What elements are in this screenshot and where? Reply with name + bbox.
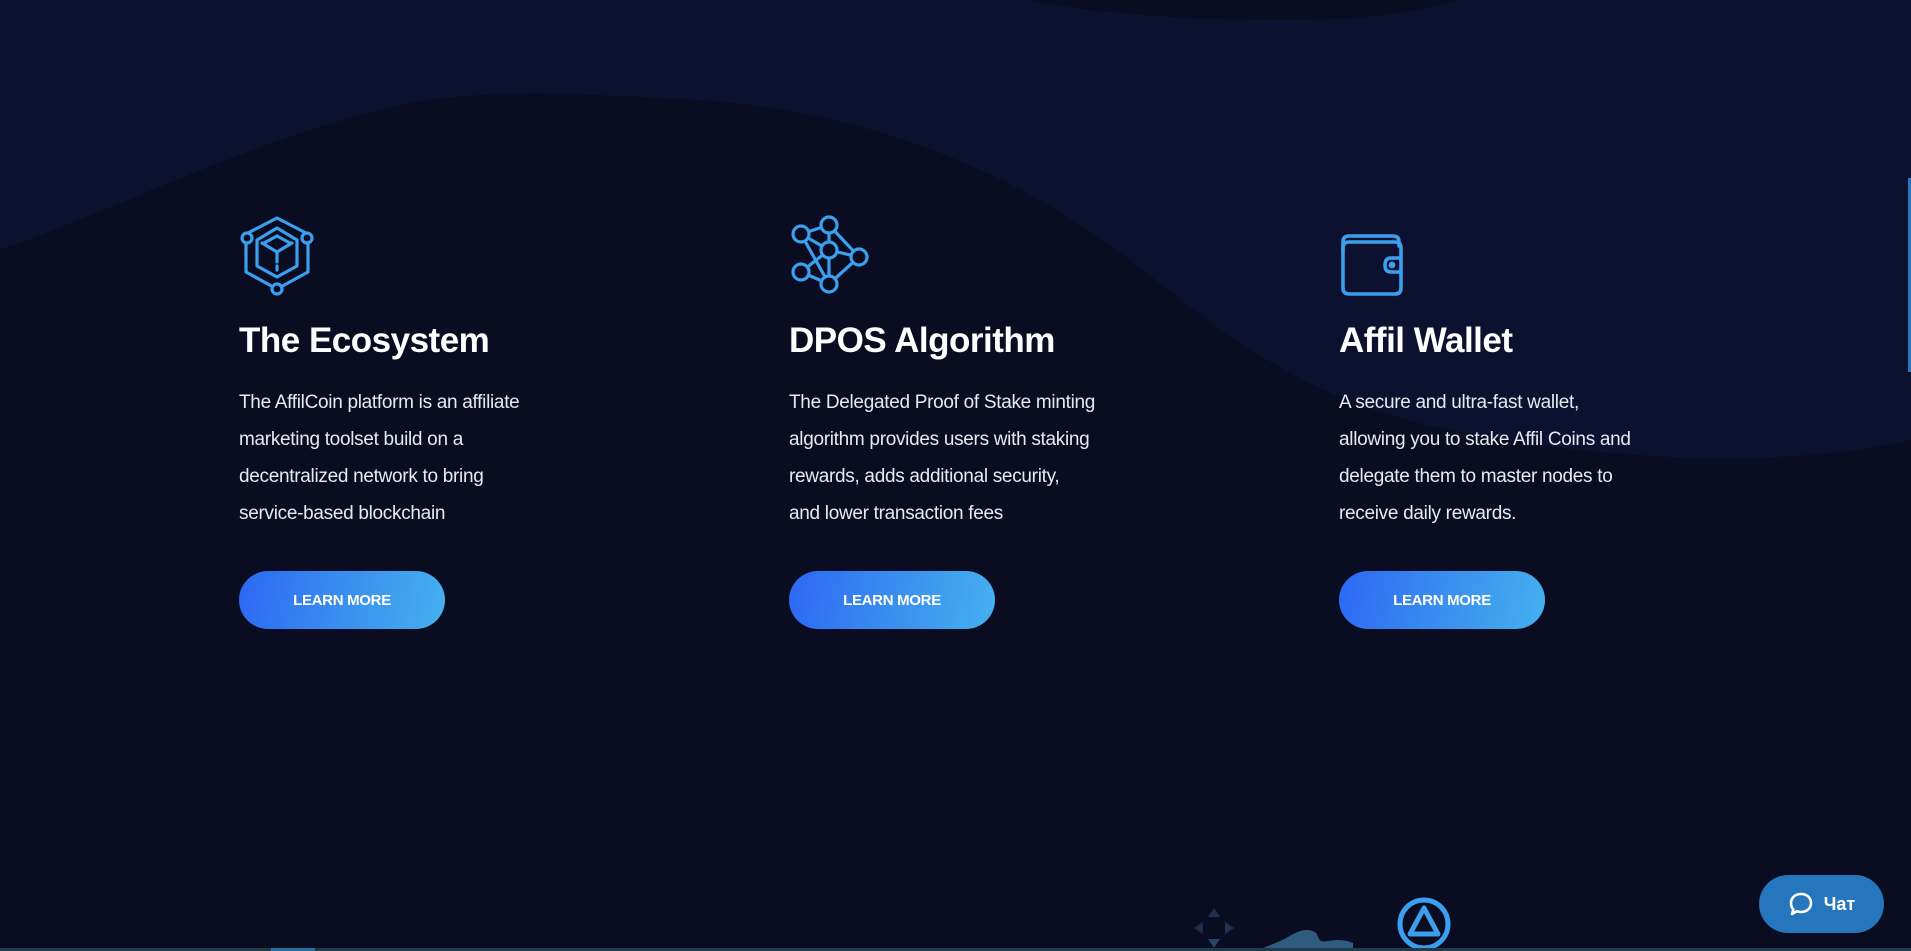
feature-title: The Ecosystem	[239, 321, 490, 360]
description-line: delegate them to master nodes to	[1339, 466, 1613, 487]
description-line: marketing toolset build on a	[239, 429, 463, 450]
description-line: service-based blockchain	[239, 503, 446, 524]
description-line: algorithm provides users with staking	[789, 429, 1090, 450]
arrows-cross-icon	[1194, 908, 1234, 948]
chat-bubble-icon	[1789, 892, 1813, 916]
description-line: The AffilCoin platform is an affiliate	[239, 392, 520, 413]
triangle-circle-logo-icon	[1397, 897, 1451, 951]
learn-more-button-ecosystem[interactable]: LEARN MORE	[239, 571, 445, 629]
learn-more-button-wallet[interactable]: LEARN MORE	[1339, 571, 1545, 629]
bottom-scrollbar[interactable]	[0, 948, 1911, 951]
feature-title: DPOS Algorithm	[789, 321, 1055, 360]
description-line: A secure and ultra-fast wallet,	[1339, 392, 1579, 413]
description-line: receive daily rewards.	[1339, 503, 1517, 524]
scrollbar-thumb[interactable]	[271, 948, 315, 951]
feature-card-ecosystem: The Ecosystem The AffilCoin platform is …	[239, 212, 659, 532]
feature-description: The AffilCoin platform is an affiliate m…	[239, 384, 659, 532]
feature-description: A secure and ultra-fast wallet, allowing…	[1339, 384, 1759, 532]
feature-card-dpos: DPOS Algorithm The Delegated Proof of St…	[789, 212, 1209, 532]
feature-description: The Delegated Proof of Stake minting alg…	[789, 384, 1209, 532]
learn-more-button-dpos[interactable]: LEARN MORE	[789, 571, 995, 629]
wallet-icon	[1341, 234, 1403, 296]
cube-network-icon	[240, 216, 314, 296]
description-line: The Delegated Proof of Stake minting	[789, 392, 1096, 413]
scroll-indicator	[1908, 178, 1911, 372]
description-line: allowing you to stake Affil Coins and	[1339, 429, 1631, 450]
decorative-hill-shape	[1258, 930, 1353, 951]
description-line: rewards, adds additional security,	[789, 466, 1060, 487]
chat-button[interactable]: Чат	[1759, 875, 1884, 933]
feature-title: Affil Wallet	[1339, 321, 1513, 360]
node-graph-icon	[791, 215, 869, 294]
description-line: and lower transaction fees	[789, 503, 1003, 524]
description-line: decentralized network to bring	[239, 466, 484, 487]
chat-label: Чат	[1823, 893, 1856, 914]
feature-card-wallet: Affil Wallet A secure and ultra-fast wal…	[1339, 212, 1759, 532]
